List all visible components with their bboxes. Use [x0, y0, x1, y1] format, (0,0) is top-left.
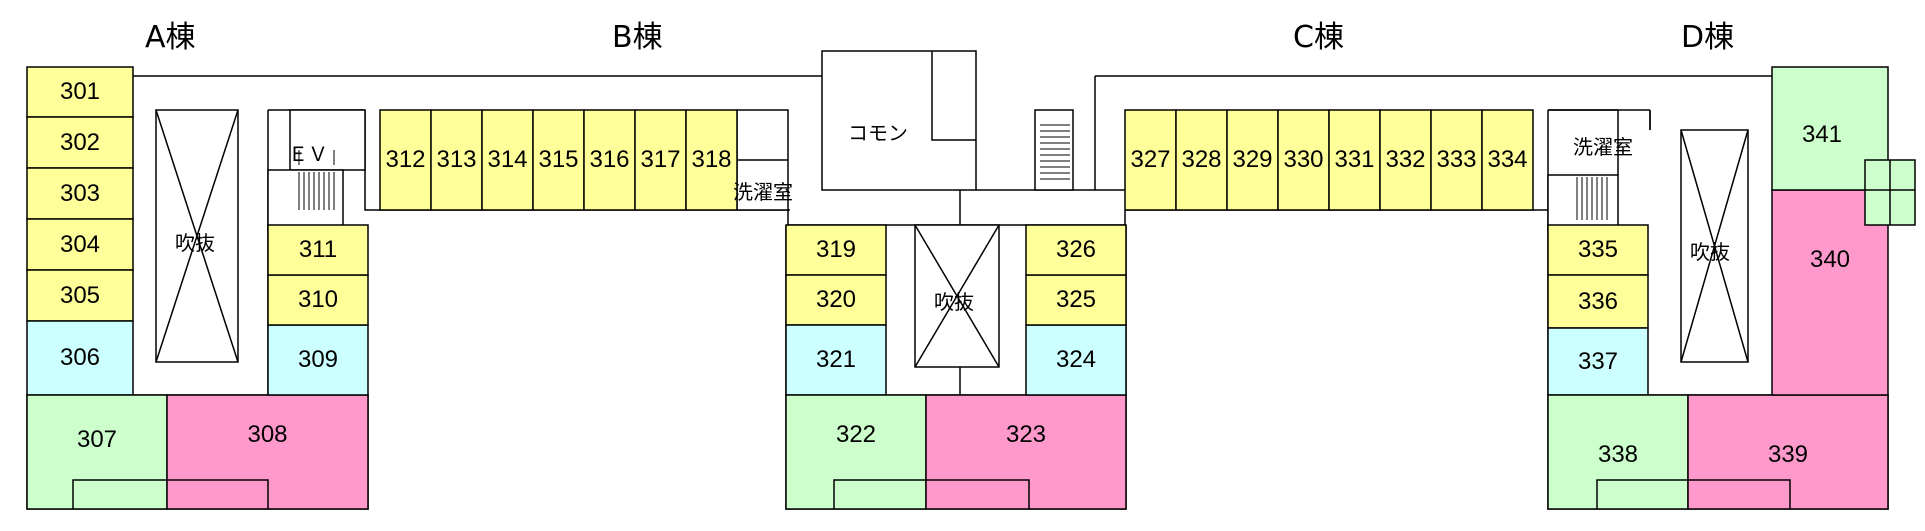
room-335	[1547, 224, 1649, 276]
room-324	[1025, 324, 1127, 396]
common-label: コモン	[848, 121, 908, 145]
room-label-318: 318	[691, 146, 732, 173]
room-label-326: 326	[1055, 236, 1097, 263]
room-312	[379, 109, 432, 211]
stair-d	[1547, 174, 1619, 231]
laundry-d-line	[1548, 109, 1619, 175]
room-label-312: 312	[385, 146, 426, 173]
room-label-315: 315	[538, 146, 579, 173]
room-313	[430, 109, 483, 211]
room-333	[1430, 109, 1483, 211]
room-label-304: 304	[59, 230, 101, 258]
room-label-328: 328	[1181, 146, 1222, 173]
room-label-321: 321	[815, 346, 857, 373]
room-322	[785, 394, 927, 510]
room-label-340: 340	[1809, 246, 1851, 273]
room-337	[1547, 327, 1649, 396]
room-315	[532, 109, 585, 211]
wing-label-d: D棟	[1681, 20, 1735, 55]
void-b-label: 吹抜	[934, 290, 974, 314]
void-a-label: 吹抜	[175, 231, 215, 255]
room-label-324: 324	[1055, 346, 1097, 373]
room-306	[26, 320, 134, 396]
wing-label-c: C棟	[1293, 20, 1344, 55]
room-label-341: 341	[1801, 121, 1843, 148]
room-label-309: 309	[297, 346, 339, 373]
room-318	[685, 109, 738, 211]
room-329	[1226, 109, 1279, 211]
room-331	[1328, 109, 1381, 211]
room-323	[925, 394, 1127, 510]
laundry-d-label: 洗濯室	[1573, 135, 1633, 159]
room-339	[1687, 394, 1889, 510]
room-label-322: 322	[835, 421, 877, 448]
void-d-label: 吹抜	[1690, 240, 1730, 264]
room-label-306: 306	[59, 344, 101, 371]
wing-label-b: B棟	[612, 20, 663, 55]
entrance-b	[833, 479, 1030, 509]
room-328	[1175, 109, 1228, 211]
entrance-d	[1596, 479, 1791, 509]
room-332	[1379, 109, 1432, 211]
room-307	[26, 394, 168, 510]
room-label-335: 335	[1577, 236, 1619, 263]
rooms	[26, 66, 1889, 510]
room-label-339: 339	[1767, 441, 1809, 468]
stair-a	[267, 169, 344, 231]
wing-label-a: A棟	[145, 20, 196, 55]
room-label-337: 337	[1577, 347, 1619, 375]
room-label-311: 311	[298, 236, 338, 263]
common-room-inner	[931, 51, 976, 141]
room-label-325: 325	[1055, 286, 1097, 313]
corridor-line	[1094, 76, 1125, 191]
room-label-302: 302	[59, 128, 101, 156]
room-label-307: 307	[76, 426, 118, 453]
room-326	[1025, 224, 1127, 276]
room-321	[785, 324, 887, 396]
room-label-314: 314	[487, 146, 528, 173]
room-label-327: 327	[1130, 146, 1171, 173]
room-314	[481, 109, 534, 211]
room-label-336: 336	[1577, 287, 1619, 315]
room-334	[1481, 109, 1534, 211]
room-label-316: 316	[589, 146, 630, 173]
room-label-331: 331	[1334, 146, 1375, 173]
room-label-313: 313	[436, 146, 477, 173]
ev-box	[289, 109, 366, 171]
room-label-323: 323	[1005, 421, 1047, 448]
room-320	[785, 274, 887, 326]
ev-label: ＥＶ	[288, 142, 328, 166]
room-label-301: 301	[59, 78, 101, 105]
room-label-310: 310	[297, 286, 339, 313]
common-room	[821, 50, 977, 191]
laundry-b-label: 洗濯室	[733, 180, 793, 204]
room-label-308: 308	[247, 421, 288, 448]
room-label-338: 338	[1597, 441, 1639, 468]
room-316	[583, 109, 636, 211]
room-label-330: 330	[1283, 146, 1324, 173]
room-338	[1547, 394, 1689, 510]
room-label-317: 317	[640, 146, 681, 173]
entrance-a	[72, 479, 269, 509]
room-label-305: 305	[59, 281, 101, 309]
room-label-333: 333	[1436, 146, 1477, 173]
corridor-line	[364, 110, 380, 211]
stair-b	[1034, 109, 1074, 191]
room-label-334: 334	[1487, 146, 1528, 173]
room-label-303: 303	[59, 179, 101, 207]
room-325	[1025, 274, 1127, 326]
room-label-329: 329	[1232, 146, 1273, 173]
room-302	[26, 116, 134, 169]
room-label-332: 332	[1385, 146, 1426, 173]
room-311	[267, 224, 369, 276]
room-309	[267, 324, 369, 396]
room-label-320: 320	[815, 286, 857, 313]
room-label-319: 319	[815, 236, 857, 263]
